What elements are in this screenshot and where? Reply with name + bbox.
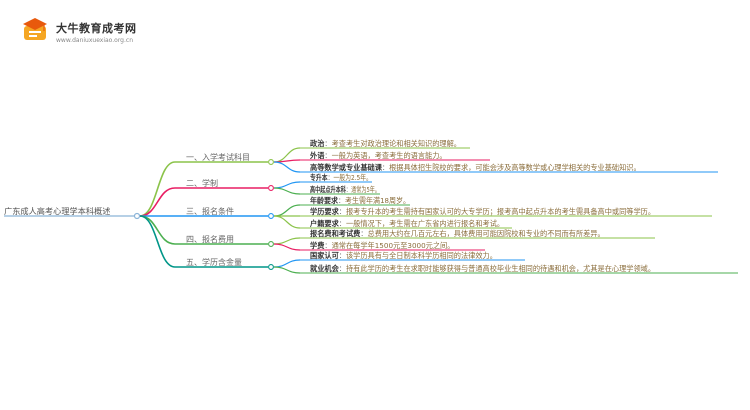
branch-node-dot-4[interactable]: [268, 241, 274, 247]
site-logo[interactable]: 大牛教育成考网 www.daniuxuexiao.org.cn: [22, 14, 142, 48]
site-url: www.daniuxuexiao.org.cn: [56, 37, 133, 44]
leaf-text-1-1: 政治：考查考生对政治理论和相关知识的理解。: [310, 139, 461, 148]
leaf-text-1-3: 高等数学或专业基础课：根据具体招生院校的要求，可能会涉及高等数学或心理学相关的专…: [310, 163, 641, 172]
leaf-edge-2-2: [273, 187, 301, 195]
mind-map-nodes: 一、入学考试科目 政治：考查考生对政治理论和相关知识的理解。外语：一般为英语，考查…: [133, 139, 655, 273]
leaf-edge-3-3: [273, 215, 301, 229]
branch-node-dot-1[interactable]: [268, 159, 274, 165]
site-name: 大牛教育成考网: [56, 22, 137, 35]
branch-label-3: 三、报名条件: [186, 206, 234, 216]
root-node-label: 广东成人高考心理学本科概述: [4, 206, 110, 216]
leaf-text-4-1: 报名费和考试费：总费用大约在几百元左右，具体费用可能因院校和专业的不同而有所差异…: [310, 229, 605, 238]
branch-label-1: 一、入学考试科目: [186, 152, 250, 162]
leaf-edge-1-3: [273, 161, 301, 173]
branch-edge-5: [139, 215, 176, 268]
leaf-edge-5-1: [273, 259, 301, 268]
branch-node-dot-5[interactable]: [268, 264, 274, 270]
leaf-text-5-1: 国家认可：该学历具有与全日制本科学历相同的法律效力。: [310, 251, 497, 260]
graduation-cap-icon: [23, 18, 47, 40]
leaf-text-3-3: 户籍要求：一般情况下，考生需在广东省内进行报名和考试。: [310, 219, 504, 228]
leaf-text-3-2: 学历要求：报考专升本的考生需持有国家认可的大专学历；报考高中起点升本的考生需具备…: [310, 207, 655, 216]
leaf-text-2-1: 专升本：一般为2.5年。: [310, 173, 372, 182]
branch-label-2: 二、学制: [186, 178, 218, 188]
leaf-text-4-2: 学费：通常在每学年1500元至3000元之间。: [310, 241, 454, 250]
leaf-edge-4-2: [273, 243, 301, 251]
branch-label-5: 五、学历含金量: [186, 257, 242, 267]
leaf-text-3-1: 年龄要求：考生需年满18周岁。: [310, 196, 410, 205]
leaf-edge-5-2: [273, 266, 301, 274]
leaf-edge-2-1: [273, 181, 301, 189]
root-node-dot[interactable]: [133, 212, 141, 220]
leaf-edge-4-1: [273, 237, 301, 245]
leaf-text-1-2: 外语：一般为英语，考查考生的语言能力。: [309, 151, 447, 160]
leaf-text-2-2: 高中起点升本科：通常为5年。: [310, 185, 380, 194]
branch-node-dot-3[interactable]: [268, 213, 274, 219]
branch-edge-2: [139, 187, 176, 217]
mind-map-edges: [4, 147, 738, 274]
leaf-text-5-2: 就业机会：持有此学历的考生在求职时能够获得与普通高校毕业生相同的待遇和机会，尤其…: [310, 264, 655, 273]
branch-node-dot-2[interactable]: [268, 185, 274, 191]
leaf-edge-3-1: [273, 204, 301, 217]
branch-label-4: 四、报名费用: [186, 234, 234, 244]
